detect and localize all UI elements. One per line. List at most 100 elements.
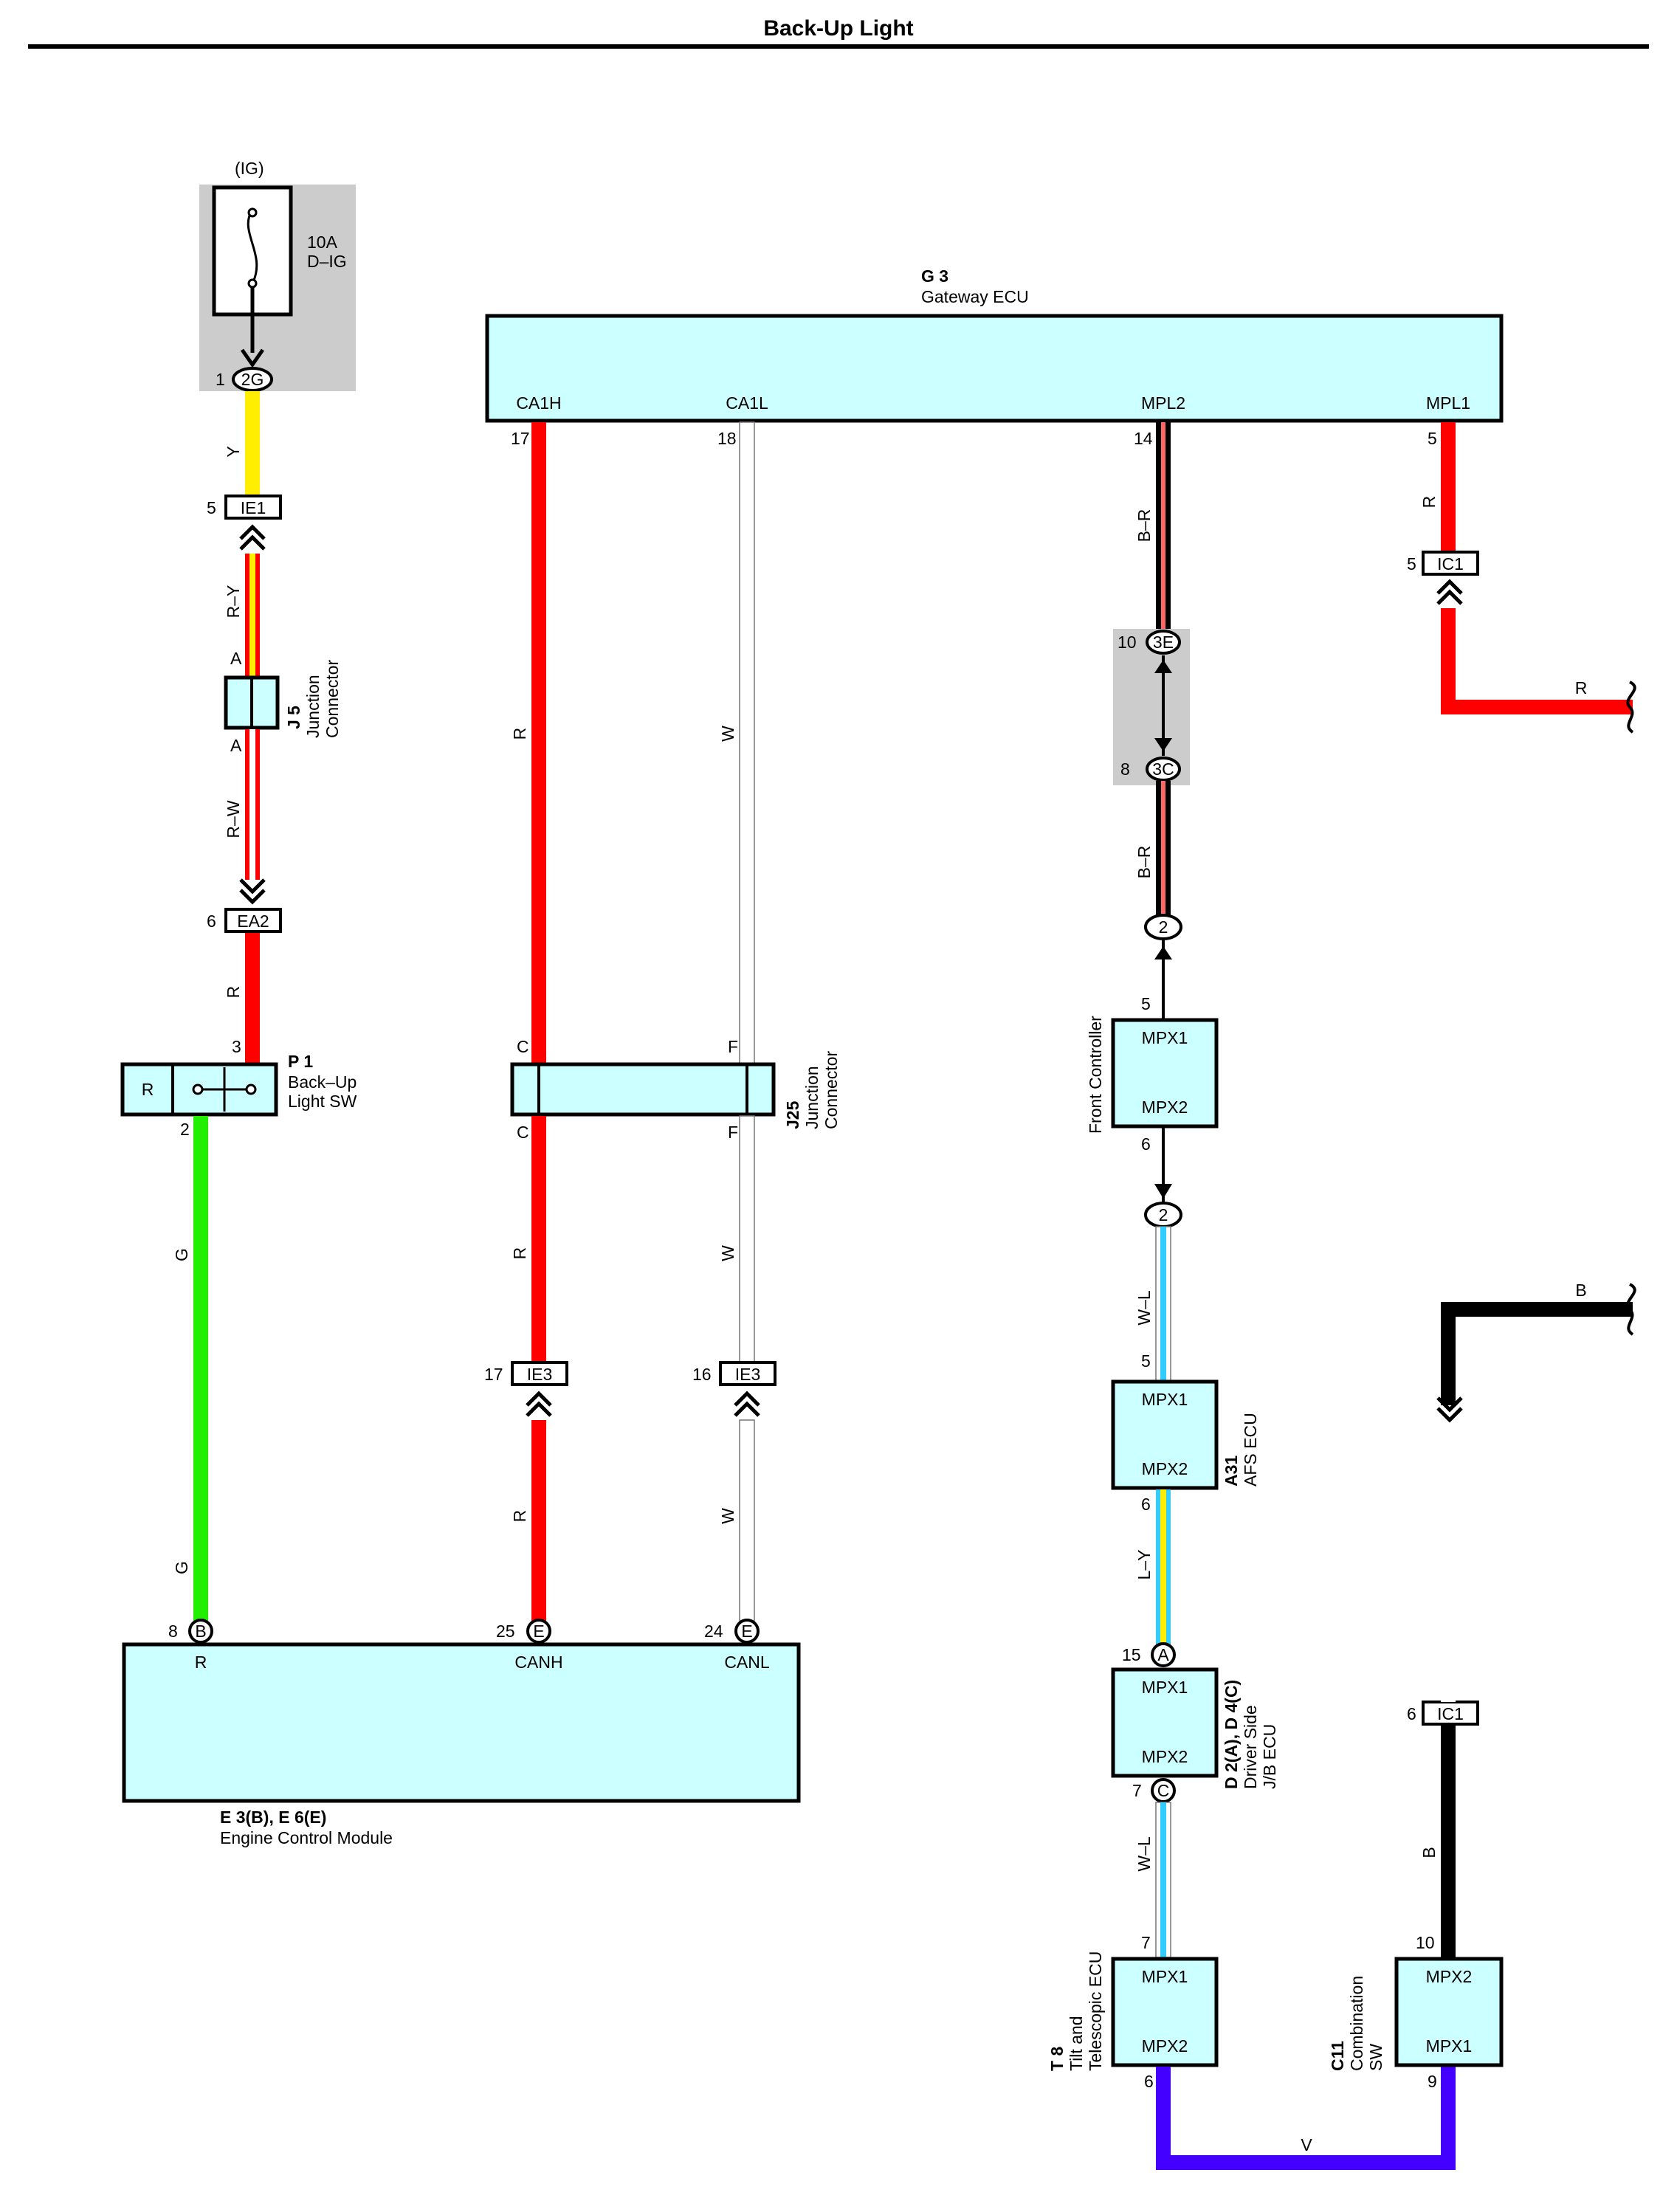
wire-label-canh-c: R [510,1510,529,1523]
connector-3e-code: 3E [1153,633,1174,652]
wire-label-mpl2-a: B–R [1134,509,1154,542]
gateway-box [485,314,1504,423]
driver-jb-connector-c-code: C [1157,1781,1170,1800]
wire-label-afs-jb: L–Y [1134,1550,1154,1580]
ecm-pin-25: 25 [496,1622,515,1641]
fuse-rating: 10A [307,232,338,252]
tilt-name-2: Telescopic ECU [1086,1951,1105,2071]
connector-ie3-canl [719,1361,776,1386]
connector-3e [1146,630,1181,655]
wire-label-jb-tilt: W–L [1134,1836,1154,1872]
connector-ie1-chevron [239,524,266,551]
connector-3e-pin: 10 [1118,633,1137,652]
page-title: Back-Up Light [763,16,913,41]
connector-ic1-top-code: IC1 [1437,554,1464,573]
afs-mpx2: MPX2 [1142,1459,1188,1478]
driver-jb-name-2: J/B ECU [1260,1724,1279,1789]
driver-jb-name-1: Driver Side [1241,1705,1260,1789]
combo-name-2: SW [1366,2044,1385,2071]
connector-ie3-canh-code: IE3 [527,1365,553,1384]
wire-combo-b [1441,1726,1456,1959]
connector-ic1-top-chevron [1436,579,1463,605]
ecm-code: E 3(B), E 6(E) [220,1808,326,1827]
wire-combo-in [1441,1302,1633,1405]
connector-ic1-bottom-code: IC1 [1437,1704,1464,1723]
gateway-terminal-ca1h: CA1H [516,393,561,413]
ecm-connector-e-canl-code: E [741,1622,752,1641]
driver-jb-connector-c [1151,1778,1176,1803]
ecm-connector-e-canh [526,1619,551,1644]
gateway-pin-18: 18 [717,429,737,448]
splice-top-code: 2 [1159,917,1168,937]
wire-ie1-j5-stripe [249,554,255,676]
connector-ie3-canh-chevron [526,1391,552,1417]
splice-bottom-code: 2 [1159,1205,1168,1224]
tilt-name-1: Tilt and [1067,2016,1086,2071]
wire-jb-tilt-stripe [1160,1802,1166,1957]
driver-jb-pin-7: 7 [1132,1781,1142,1800]
j25-pin-f-bottom: F [728,1123,738,1142]
wire-label-ie1-j5: R–Y [224,585,243,619]
combo-name-1: Combination [1347,1976,1366,2071]
j25-name-2: Connector [822,1051,841,1129]
driver-jb-code: D 2(A), D 4(C) [1222,1680,1241,1789]
fuse-source: (IG) [235,159,264,178]
j25-code: J25 [783,1100,802,1129]
wire-ic1-gap [1441,1423,1456,1702]
fuse-connector-2g [232,367,273,392]
ecm-connector-b-code: B [195,1622,206,1641]
connector-ic1-bottom-pin: 6 [1407,1704,1416,1723]
wire-p1-ecm [193,1116,208,1621]
j5-name-2: Connector [323,660,342,738]
j25-pin-f-top: F [728,1037,738,1056]
front-controller-pin-5: 5 [1141,994,1151,1013]
connector-ie3-canl-chevron [734,1391,760,1417]
combo-code: C11 [1328,2041,1347,2071]
tilt-pin-7: 7 [1141,1933,1151,1952]
j5-pin-bottom: A [230,736,242,755]
combo-pin-9: 9 [1428,2072,1437,2091]
p1-code: P 1 [288,1052,313,1071]
ecm-pin-24: 24 [704,1622,723,1641]
wire-afs-jb-stripe [1160,1489,1166,1644]
driver-jb-mpx1: MPX1 [1142,1678,1188,1697]
wire-label-canh-b: R [510,1247,529,1260]
afs-code: A31 [1222,1455,1241,1486]
tilt-code: T 8 [1047,2047,1067,2071]
jb-arrow-down [1154,738,1172,751]
wire-canh-lower [531,1420,546,1621]
afs-pin-5: 5 [1141,1351,1151,1371]
fuse-pin: 1 [216,370,225,389]
driver-jb-connector-a [1151,1642,1176,1667]
j5-pin-top: A [230,649,242,668]
wire-j5-ea2-stripe [249,729,255,880]
fuse-connector-code: 2G [241,370,264,389]
connector-ie1-code: IE1 [241,498,266,517]
p1-switch-contact-2 [245,1083,257,1095]
front-controller-pin-6: 6 [1141,1134,1151,1154]
front-controller-box [1111,1018,1219,1129]
p1-pin-out: 2 [180,1120,190,1139]
gateway-terminal-mpl1: MPL1 [1426,393,1470,413]
j25-pin-c-bottom: C [517,1123,529,1142]
wire-ea2-p1 [245,933,260,1063]
gateway-pin-14: 14 [1134,429,1153,448]
ecm-connector-b [188,1619,213,1644]
connector-ic1-bottom-chevron [1436,1396,1463,1423]
gateway-terminal-mpl2: MPL2 [1141,393,1185,413]
combo-pin-10: 10 [1416,1933,1435,1952]
ecm-terminal-canh: CANH [514,1653,562,1672]
combo-mpx2: MPX2 [1426,1967,1473,1986]
driver-jb-mpx2: MPX2 [1142,1747,1188,1766]
connector-ea2 [224,908,282,933]
wire-mpl1-out [1441,608,1633,714]
p1-pin-in: 3 [232,1037,241,1056]
wire-fuse-ie1 [245,391,260,495]
afs-name: AFS ECU [1241,1413,1260,1486]
gateway-name: Gateway ECU [921,287,1029,306]
fuse-terminal-top [247,207,258,218]
ecm-connector-e-canh-code: E [533,1622,544,1641]
j5-code: J 5 [284,706,303,729]
afs-mpx1: MPX1 [1142,1390,1188,1409]
